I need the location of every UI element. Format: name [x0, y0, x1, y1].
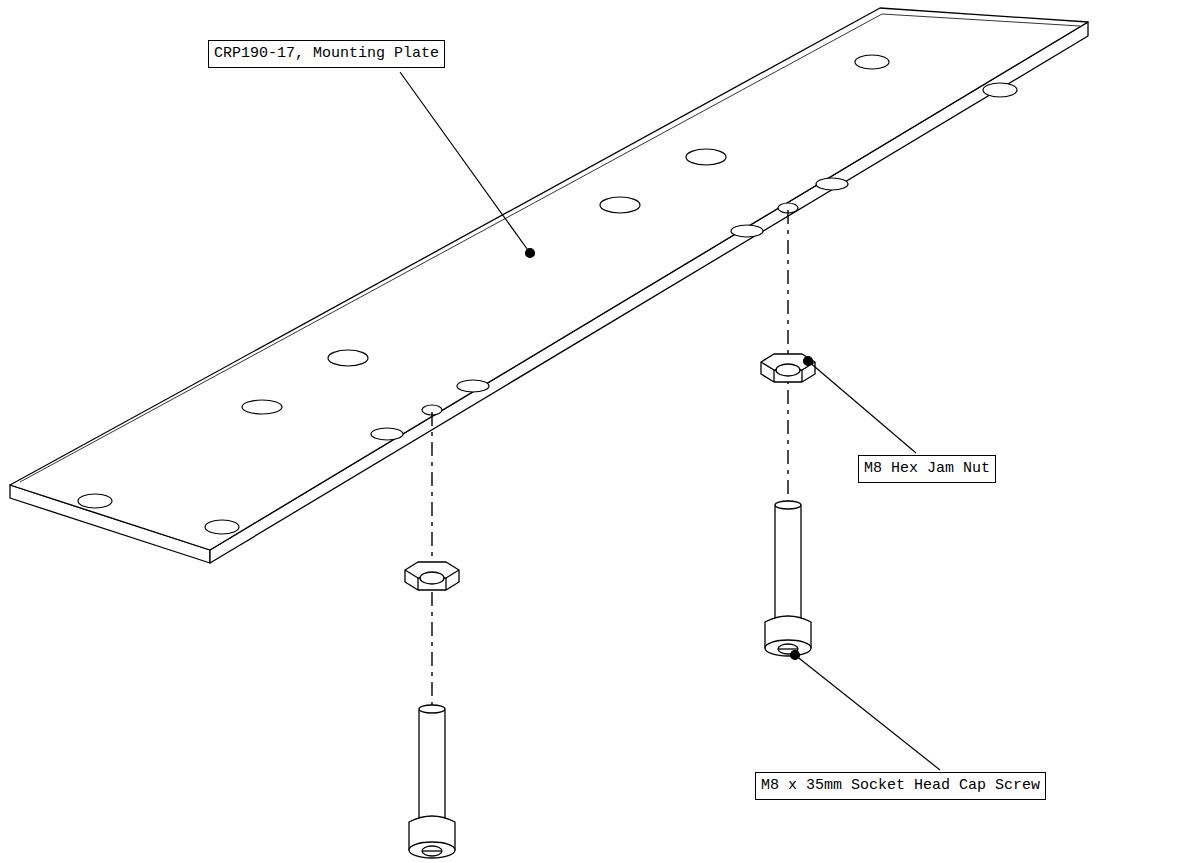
callout-text: M8 x 35mm Socket Head Cap Screw: [761, 776, 1040, 796]
cap-screw: [409, 705, 455, 858]
leader-dot: [791, 651, 800, 660]
leader-line: [808, 361, 916, 453]
hex-nut: [405, 562, 459, 590]
leader-dot: [526, 249, 535, 258]
center-line: [431, 412, 432, 705]
callout-box: CRP190-17, Mounting Plate: [208, 40, 445, 68]
plate-edge: [20, 14, 1080, 482]
plate-side: [210, 22, 1088, 563]
callout-box: M8 x 35mm Socket Head Cap Screw: [755, 772, 1046, 800]
callout-text: CRP190-17, Mounting Plate: [214, 44, 439, 64]
mounting-plate: [10, 8, 1088, 550]
hex-nut: [761, 354, 815, 382]
leader-dot: [804, 357, 813, 366]
cap-screw: [765, 501, 811, 656]
callout-box: M8 Hex Jam Nut: [858, 455, 996, 483]
leader-line: [400, 72, 530, 253]
leader-line: [795, 655, 940, 770]
callout-text: M8 Hex Jam Nut: [864, 459, 990, 479]
